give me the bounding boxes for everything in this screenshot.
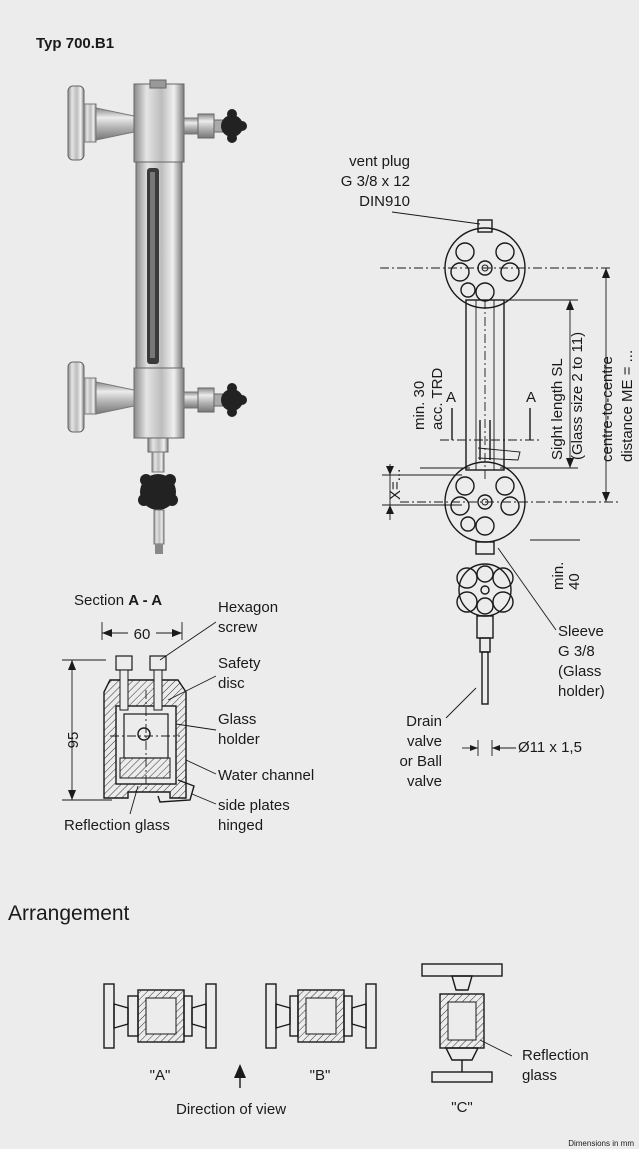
side-view-drawing: vent plug G 3/8 x 12 DIN910 A A min. 3 bbox=[341, 153, 636, 790]
drain-valve-label: valve bbox=[407, 733, 442, 750]
hexagon-label: Hexagon bbox=[218, 599, 278, 616]
vent-plug-din-label: DIN910 bbox=[359, 193, 410, 210]
hexagon-screw-label: screw bbox=[218, 619, 257, 636]
direction-of-view: Direction of view bbox=[176, 1064, 286, 1118]
safety-disc-label: disc bbox=[218, 675, 245, 692]
sleeve-label: Sleeve bbox=[558, 623, 604, 640]
safety-label: Safety bbox=[218, 655, 261, 672]
glass-size-label: (Glass size 2 to 11) bbox=[569, 332, 586, 460]
min40-label: min. bbox=[550, 562, 567, 590]
arrangement-heading: Arrangement bbox=[8, 902, 130, 925]
arrangement-c: "C" Reflection glass bbox=[421, 963, 589, 1116]
distance-me-label: distance ME = ... bbox=[619, 350, 636, 462]
arrangement-c-label: "C" bbox=[451, 1099, 472, 1116]
glass-label: Glass bbox=[218, 711, 256, 728]
acc-trd-label: acc. TRD bbox=[429, 368, 446, 430]
side-plates-label: side plates bbox=[218, 797, 290, 814]
sight-length-label: Sight length SL bbox=[549, 358, 566, 460]
dimensions-footnote: Dimensions in mm bbox=[568, 1139, 634, 1148]
hinged-label: hinged bbox=[218, 817, 263, 834]
arrow-up-icon bbox=[234, 1064, 246, 1078]
sleeve-glass-label: (Glass bbox=[558, 663, 601, 680]
sleeve-holder-label: holder) bbox=[558, 683, 605, 700]
min40-value: 40 bbox=[566, 573, 583, 590]
arrangement-a-label: "A" bbox=[150, 1067, 171, 1084]
section-title: Section A - A bbox=[74, 592, 162, 609]
drain-label: Drain bbox=[406, 713, 442, 730]
diameter-label: Ø11 x 1,5 bbox=[518, 739, 582, 756]
section-a-a-drawing: Section A - A 60 95 Hexagon screw bbox=[62, 592, 314, 834]
water-channel-label: Water channel bbox=[218, 767, 314, 784]
arrangement-a: "A" bbox=[103, 983, 217, 1084]
product-title: Typ 700.B1 bbox=[36, 35, 114, 52]
vent-plug-label: vent plug bbox=[349, 153, 410, 170]
width-60-label: 60 bbox=[134, 626, 151, 643]
direction-of-view-label: Direction of view bbox=[176, 1101, 286, 1118]
glass-holder-label: holder bbox=[218, 731, 260, 748]
vent-plug-thread-label: G 3/8 x 12 bbox=[341, 173, 410, 190]
arrangement-b-label: "B" bbox=[310, 1067, 331, 1084]
x-dimension-label: X=... bbox=[387, 469, 404, 500]
reflection-glass-label: glass bbox=[522, 1067, 557, 1084]
min30-label: min. 30 bbox=[411, 381, 428, 430]
centre-distance-label: centre-to-centre bbox=[599, 356, 616, 462]
ball-valve-label: valve bbox=[407, 773, 442, 790]
height-95-label: 95 bbox=[65, 732, 82, 749]
reflection-label: Reflection bbox=[522, 1047, 589, 1064]
product-photo bbox=[67, 79, 247, 554]
reflection-glass-section-label: Reflection glass bbox=[64, 817, 170, 834]
section-mark-a-right: A bbox=[526, 389, 536, 406]
section-mark-a-left: A bbox=[446, 389, 456, 406]
sleeve-thread-label: G 3/8 bbox=[558, 643, 595, 660]
ball-label: or Ball bbox=[399, 753, 442, 770]
arrangement-b: "B" bbox=[265, 983, 377, 1084]
